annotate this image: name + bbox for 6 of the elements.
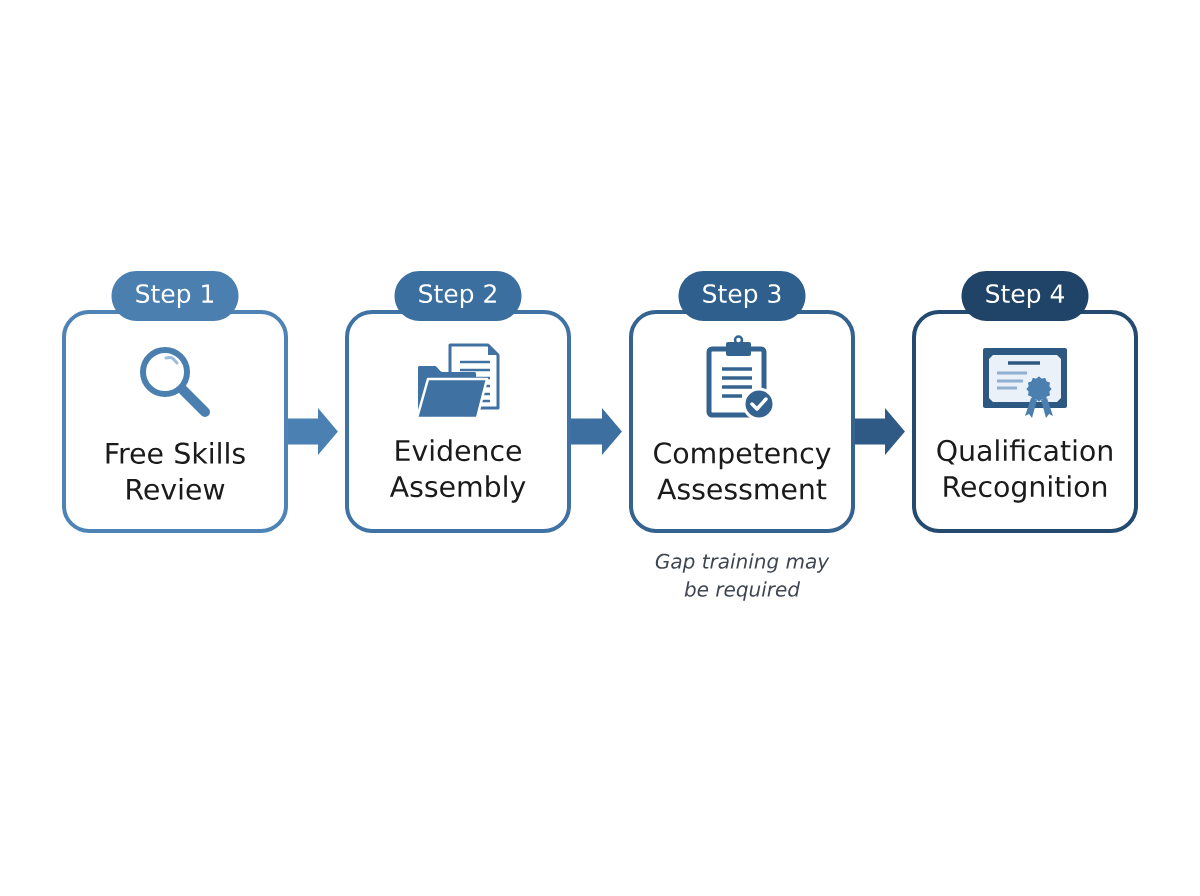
step-badge: Step 3 [678, 271, 806, 321]
step-badge: Step 1 [111, 271, 239, 321]
note-text: Gap training may be required [655, 553, 830, 601]
process-box: Free Skills Review [62, 310, 288, 533]
step-badge: Step 2 [394, 271, 522, 321]
step-badge: Step 4 [961, 271, 1089, 321]
